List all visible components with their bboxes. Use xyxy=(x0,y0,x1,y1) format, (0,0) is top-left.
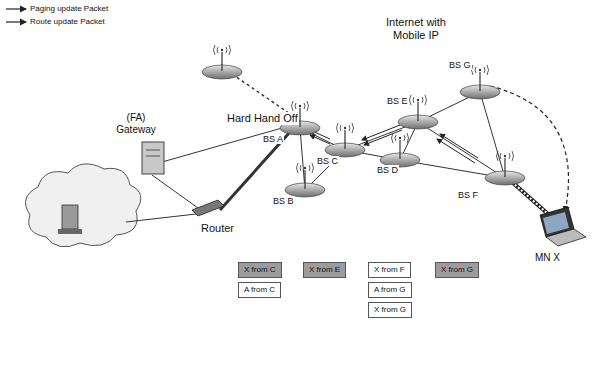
routing-entry: X from F xyxy=(368,262,411,278)
paging-update-arrow xyxy=(490,86,568,212)
radio-link xyxy=(512,182,548,214)
base-station xyxy=(202,45,525,197)
diagram-label: BS D xyxy=(376,165,399,175)
entry-text: A from C xyxy=(244,285,275,294)
internet-cloud xyxy=(26,164,141,247)
diagram-label: BS B xyxy=(272,196,295,206)
laptop-icon xyxy=(540,207,586,246)
legend-line xyxy=(6,21,26,22)
routing-entry: A from G xyxy=(368,282,412,298)
legend-line xyxy=(6,8,26,9)
diagram-label: Internet with Mobile IP xyxy=(372,16,460,41)
entry-text: X from G xyxy=(441,265,473,274)
radio-link xyxy=(512,182,548,214)
diagram-label: Hard Hand Off xyxy=(226,112,299,125)
router-icon xyxy=(192,200,224,216)
entry-text: A from G xyxy=(374,285,406,294)
routing-entry: X from G xyxy=(368,302,412,318)
gateway-server xyxy=(142,142,164,174)
diagram-label: BS F xyxy=(457,190,479,200)
diagram-label: BS A xyxy=(262,134,284,144)
server-icon xyxy=(58,229,82,234)
legend-text: Paging update Packet xyxy=(30,5,108,13)
diagram-label: (FA) Gateway xyxy=(112,112,160,135)
diagram-label: BS G xyxy=(448,60,472,70)
diagram-label: MN X xyxy=(534,252,561,264)
routing-entry: X from C xyxy=(238,262,282,278)
entry-text: X from F xyxy=(374,265,405,274)
routing-entry: X from E xyxy=(303,262,346,278)
entry-text: X from G xyxy=(374,305,406,314)
legend-text: Route update Packet xyxy=(30,18,105,26)
network-links xyxy=(126,92,505,222)
server-icon xyxy=(62,205,78,229)
diagram-label: BS C xyxy=(316,156,339,166)
routing-entry: A from C xyxy=(238,282,281,298)
diagram-label: BS E xyxy=(386,96,409,106)
diagram-label: Router xyxy=(200,222,235,235)
entry-text: X from C xyxy=(244,265,276,274)
routing-entry: X from G xyxy=(435,262,479,278)
entry-text: X from E xyxy=(309,265,340,274)
